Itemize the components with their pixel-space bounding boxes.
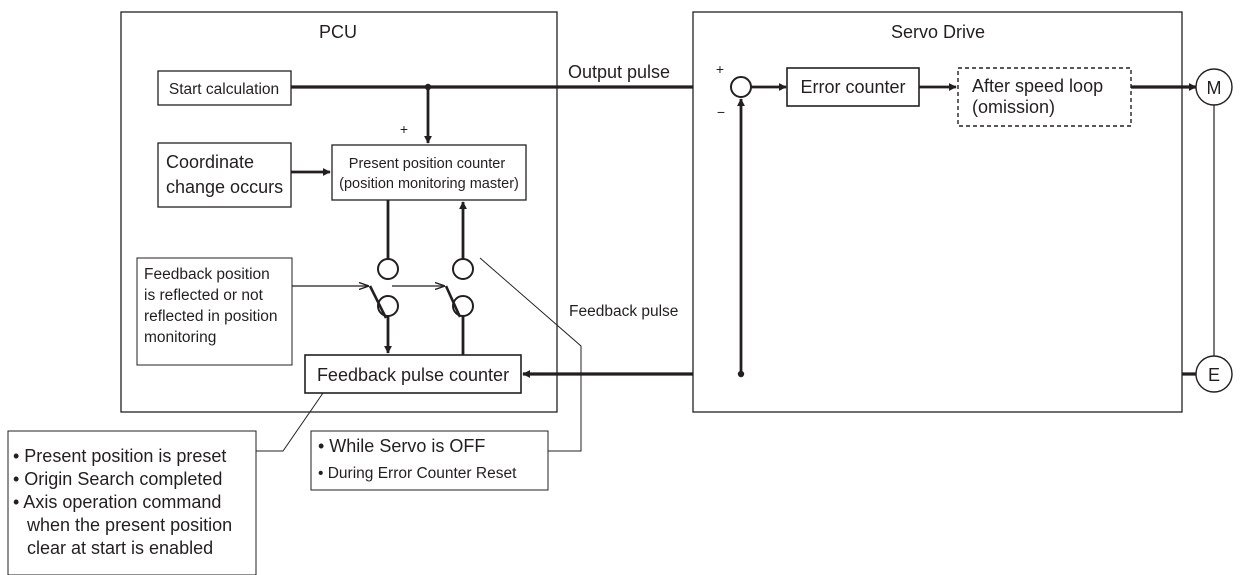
summing-plus-sign: + (716, 61, 724, 77)
servo-off-line-1: • While Servo is OFF (318, 436, 485, 456)
preset-conditions-note (7, 430, 257, 575)
feedback-note-line-1: Feedback position (144, 266, 270, 283)
feedback-pulse-label: Feedback pulse (569, 303, 678, 320)
switch-a-upper-contact (377, 258, 399, 280)
preset-line-4: when the present position (26, 515, 232, 535)
preset-line-1: • Present position is preset (13, 446, 226, 466)
preset-line-3: • Axis operation command (13, 492, 221, 512)
preset-line-2: • Origin Search completed (13, 469, 222, 489)
motor-symbol (1195, 68, 1233, 106)
preset-line-5: clear at start is enabled (27, 538, 213, 558)
counter-plus-sign: + (400, 121, 408, 137)
present-position-counter-block (331, 144, 527, 201)
present-position-counter-label: Present position counter (position monit… (339, 156, 519, 192)
after-speed-loop-line-1: After speed loop (972, 76, 1103, 96)
present-position-counter-line-2: (position monitoring master) (339, 176, 519, 192)
start-calculation-label: Start calculation (169, 81, 279, 98)
switch-b-upper-contact (452, 258, 474, 280)
feedback-note-line-2: is reflected or not (144, 287, 264, 304)
output-pulse-label: Output pulse (568, 62, 670, 82)
coordinate-change-block (157, 142, 292, 208)
start-calculation-block (157, 70, 292, 106)
summing-junction (730, 76, 752, 98)
feedback-reflection-text: Feedback position is reflected or not re… (144, 266, 282, 346)
feedback-pulse-counter-block (304, 354, 522, 394)
coordinate-change-line-2: change occurs (166, 177, 283, 197)
preset-note-leader (256, 392, 324, 452)
servo-off-line-2: • During Error Counter Reset (318, 465, 517, 482)
present-position-counter-line-1: Present position counter (349, 156, 506, 172)
feedback-junction-dot (737, 370, 745, 378)
feedback-pulse-counter-label: Feedback pulse counter (317, 365, 509, 385)
after-speed-loop-label: After speed loop (omission) (972, 76, 1108, 117)
encoder-symbol (1195, 355, 1233, 393)
after-speed-loop-block (957, 67, 1132, 127)
feedback-note-line-4: monitoring (144, 329, 216, 346)
feedback-note-line-3: reflected in position (144, 308, 278, 325)
error-counter-label: Error counter (800, 77, 905, 97)
servo-off-note-leader (479, 257, 582, 452)
encoder-label: E (1208, 365, 1220, 385)
after-speed-loop-line-2: (omission) (972, 97, 1055, 117)
preset-conditions-text: • Present position is preset • Origin Se… (13, 446, 237, 558)
pcu-title: PCU (319, 22, 357, 42)
servo-off-note (310, 430, 549, 491)
coordinate-change-label: Coordinate change occurs (166, 152, 283, 197)
switch-b-blade (444, 285, 462, 318)
feedback-reflection-note (136, 257, 293, 366)
switch-a-blade (368, 285, 388, 319)
summing-minus-sign: − (717, 104, 725, 120)
motor-label: M (1207, 78, 1222, 98)
coordinate-change-line-1: Coordinate (166, 152, 254, 172)
servo-off-text: • While Servo is OFF • During Error Coun… (318, 436, 517, 482)
servo-drive-title: Servo Drive (891, 22, 985, 42)
